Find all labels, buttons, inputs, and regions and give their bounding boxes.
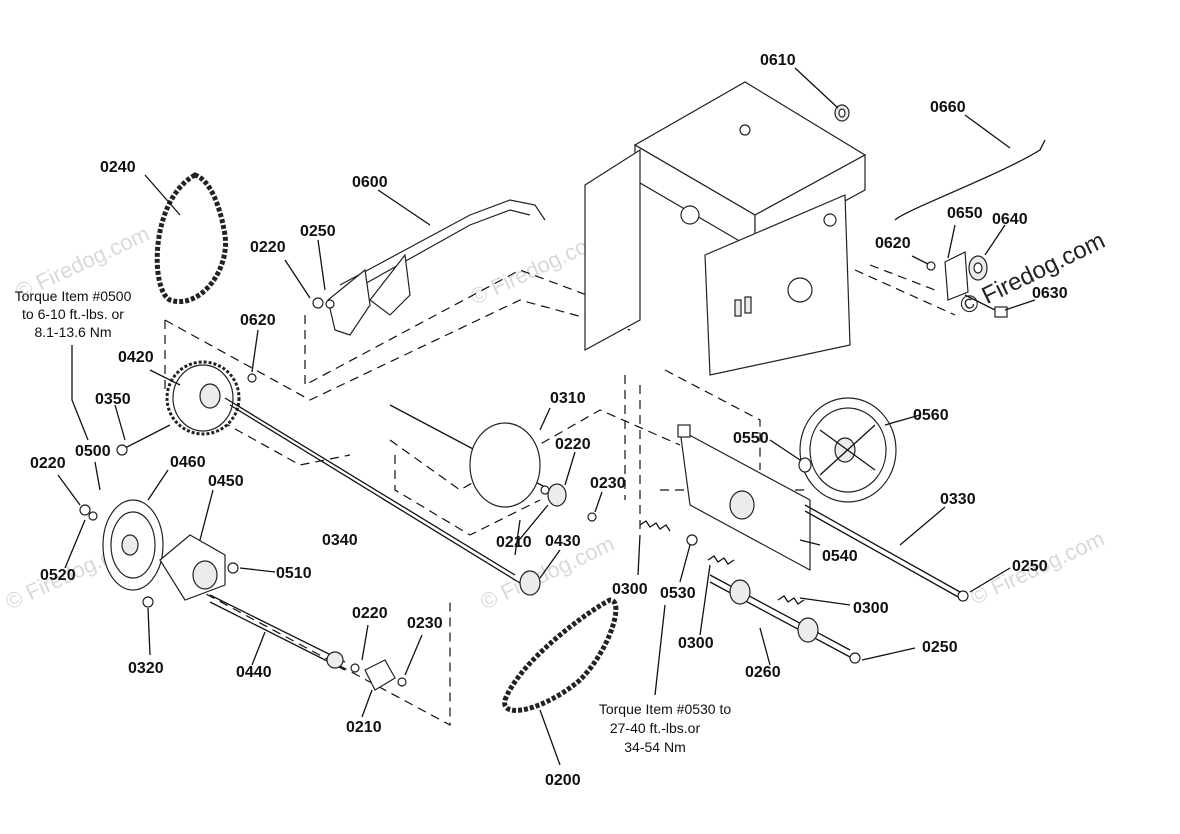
label-0250: 0250 [300,223,336,240]
chain-0240 [154,172,229,305]
bracket-plate-0540 [677,424,811,572]
sprocket-0420 [165,360,257,436]
spring-0300b [707,555,735,565]
label-0210: 0210 [496,534,532,551]
label-0610: 0610 [760,52,796,69]
label-0650: 0650 [947,205,983,222]
label-0660: 0660 [930,99,966,116]
label-0540: 0540 [822,548,858,565]
main-frame-housing [584,81,867,376]
label-0600: 0600 [352,174,388,191]
label-0300: 0300 [612,581,648,598]
shaft-0340 [224,397,541,596]
label-0200: 0200 [545,772,581,789]
bolt-0350 [116,424,171,456]
label-0450: 0450 [208,473,244,490]
shaft-0330 [804,504,969,602]
label-0220: 0220 [250,239,286,256]
leader-lines [57,67,1036,766]
label-0250: 0250 [922,639,958,656]
shift-arm-0600 [312,199,546,336]
label-0320: 0320 [128,660,164,677]
label-0310: 0310 [550,390,586,407]
drive-plate-0460 [102,499,164,591]
spring-0300a [639,520,671,532]
label-0240: 0240 [100,159,136,176]
torque-note-0530-line3: 34-54 Nm [624,739,685,755]
torque-note-0500-line2: to 6-10 ft.-lbs. or [22,306,124,322]
label-0340: 0340 [322,532,358,549]
torque-note-0530-line2: 27-40 ft.-lbs.or [610,720,701,736]
bushing-0610 [834,104,850,122]
label-0500: 0500 [75,443,111,460]
spring-0300c [777,595,805,605]
label-0220: 0220 [352,605,388,622]
label-0550: 0550 [733,430,769,447]
label-0460: 0460 [170,454,206,471]
torque-note-0500: Torque Item #0500 to 6-10 ft.-lbs. or 8.… [15,288,132,340]
label-0230: 0230 [590,475,626,492]
label-0300: 0300 [678,635,714,652]
label-0350: 0350 [95,391,131,408]
label-0640: 0640 [992,211,1028,228]
label-0220: 0220 [30,455,66,472]
axle-0440 [209,594,407,691]
hub-0450 [159,534,239,601]
washer-0520 [79,504,91,516]
label-0520: 0520 [40,567,76,584]
label-0250: 0250 [1012,558,1048,575]
torque-note-0530-line1: Torque Item #0530 to [599,701,732,717]
label-0560: 0560 [913,407,949,424]
label-0420: 0420 [118,349,154,366]
label-0430: 0430 [545,533,581,550]
label-0230: 0230 [407,615,443,632]
label-0630: 0630 [1032,285,1068,302]
label-0440: 0440 [236,664,272,681]
washer-0320 [142,596,154,608]
part-labels: 0610 0660 0240 0600 0650 0640 0220 0250 … [30,52,1068,789]
label-0210: 0210 [346,719,382,736]
washer-0520b [88,511,98,521]
torque-note-0500-line3: 8.1-13.6 Nm [34,324,111,340]
pulley-0560 [798,397,897,503]
chain-0200 [502,597,619,713]
torque-note-0500-line1: Torque Item #0500 [15,288,132,304]
label-0620: 0620 [240,312,276,329]
idler-bracket-assembly [926,251,1008,318]
label-0300: 0300 [853,600,889,617]
nut-0530 [686,534,698,546]
shaft-0260 [709,574,861,664]
label-0220: 0220 [555,436,591,453]
label-0530: 0530 [660,585,696,602]
friction-disc-0310 [389,404,597,522]
label-0330: 0330 [940,491,976,508]
label-0620: 0620 [875,235,911,252]
label-0510: 0510 [276,565,312,582]
rod-0660 [894,139,1046,221]
torque-note-0530: Torque Item #0530 to 27-40 ft.-lbs.or 34… [599,701,732,755]
label-0260: 0260 [745,664,781,681]
